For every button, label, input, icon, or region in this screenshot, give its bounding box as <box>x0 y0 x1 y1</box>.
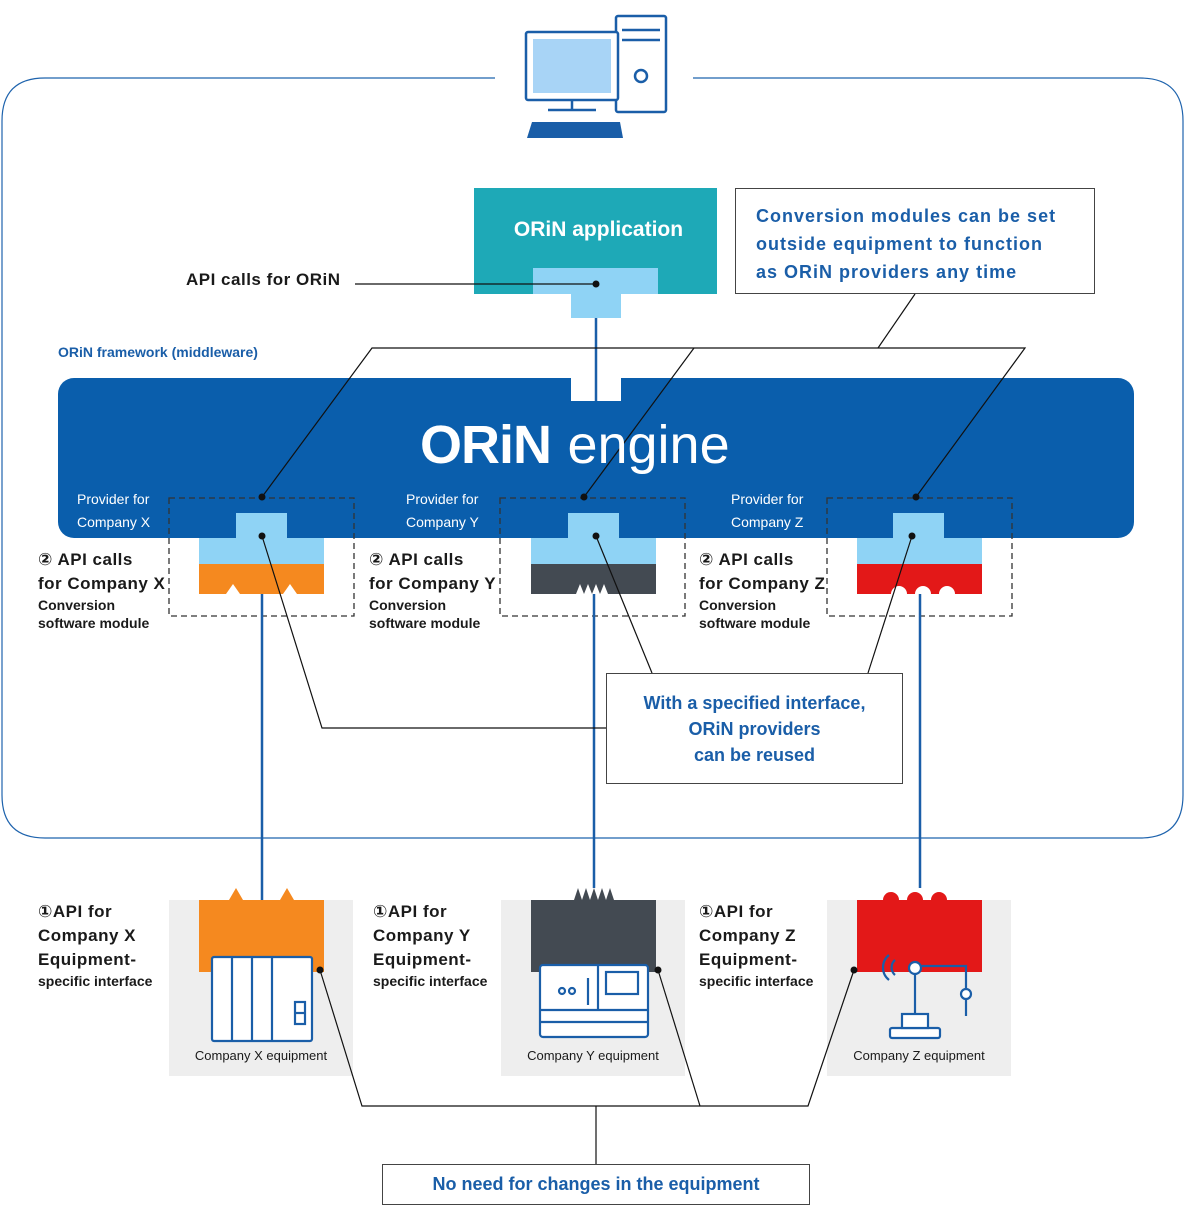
framework-label: ORiN framework (middleware) <box>58 344 258 360</box>
provider-z-module <box>857 513 982 594</box>
provider-x-line-1: Provider for <box>77 491 150 507</box>
eq-api-x-line-4: specific interface <box>38 973 153 989</box>
bottom-note-text: No need for changes in the equipment <box>432 1174 760 1194</box>
reuse-leaders <box>261 535 913 729</box>
provider-y-frame <box>499 497 686 617</box>
eq-api-y-line-1: ①API for <box>373 902 448 921</box>
conversion-note-line-3: as ORiN providers any time <box>756 262 1018 282</box>
provider-y-module <box>531 513 656 594</box>
equipment-z-caption: Company Z equipment <box>853 1048 985 1063</box>
module-y-line-2: for Company Y <box>369 574 497 593</box>
conversion-note-line-2: outside equipment to function <box>756 234 1043 254</box>
provider-y-line-2: Company Y <box>406 514 479 530</box>
module-y-line-3: Conversion <box>369 597 447 613</box>
api-calls-orin-label: API calls for ORiN <box>186 270 341 289</box>
engine-word: engine <box>567 415 730 475</box>
orin-engine-bar <box>58 378 1134 538</box>
provider-z-line-1: Provider for <box>731 491 804 507</box>
engine-logo: ORiN <box>420 415 552 475</box>
provider-x-module <box>199 513 324 594</box>
conversion-note: Conversion modules can be set outside eq… <box>735 188 1095 294</box>
framework-outline <box>1 77 1184 839</box>
eq-api-y-line-2: Company Y <box>373 926 471 945</box>
equipment-z-interface <box>857 892 982 972</box>
eq-api-y-line-4: specific interface <box>373 973 488 989</box>
eq-api-x-line-3: Equipment- <box>38 950 137 969</box>
machine-tool-icon <box>538 963 650 1039</box>
equipment-y-interface <box>531 888 656 972</box>
eq-api-z-line-4: specific interface <box>699 973 814 989</box>
reuse-note-line-2: ORiN providers <box>688 719 821 739</box>
reuse-note-line-3: can be reused <box>693 745 816 765</box>
conversion-leaders <box>261 293 1027 498</box>
equipment-x-interface <box>199 888 324 972</box>
module-x-line-2: for Company X <box>38 574 166 593</box>
provider-z-line-2: Company Z <box>731 514 804 530</box>
bottom-leaders <box>319 969 855 1164</box>
module-z-line-4: software module <box>699 615 811 631</box>
reuse-note-line-1: With a specified interface, <box>643 693 866 713</box>
eq-api-x-line-2: Company X <box>38 926 137 945</box>
module-z-line-3: Conversion <box>699 597 777 613</box>
bottom-note: No need for changes in the equipment <box>382 1164 810 1205</box>
equipment-y-caption: Company Y equipment <box>527 1048 659 1063</box>
provider-x-line-2: Company X <box>77 514 151 530</box>
eq-api-x-line-1: ①API for <box>38 902 113 921</box>
robot-arm-icon <box>881 954 973 1040</box>
reuse-note: With a specified interface, ORiN provide… <box>606 673 903 784</box>
module-x-line-4: software module <box>38 615 150 631</box>
equipment-api-z-label: ①API for Company Z Equipment- specific i… <box>699 900 813 990</box>
module-z-line-2: for Company Z <box>699 574 826 593</box>
module-y-line-1: ② API calls <box>369 550 464 569</box>
module-z-label: ② API calls for Company Z Conversion sof… <box>699 548 825 632</box>
provider-x-label: Provider for Company X <box>77 488 150 534</box>
plc-icon <box>210 955 314 1043</box>
app-connector-tab <box>571 294 621 318</box>
engine-title: ORiN engine <box>420 414 750 476</box>
eq-api-z-line-2: Company Z <box>699 926 797 945</box>
equipment-api-y-label: ①API for Company Y Equipment- specific i… <box>373 900 487 990</box>
provider-y-line-1: Provider for <box>406 491 479 507</box>
eq-api-z-line-3: Equipment- <box>699 950 798 969</box>
module-x-line-3: Conversion <box>38 597 116 613</box>
module-y-label: ② API calls for Company Y Conversion sof… <box>369 548 496 632</box>
conversion-note-line-1: Conversion modules can be set <box>756 206 1057 226</box>
eq-api-y-line-3: Equipment- <box>373 950 472 969</box>
module-x-label: ② API calls for Company X Conversion sof… <box>38 548 165 632</box>
equipment-x-caption: Company X equipment <box>194 1048 328 1063</box>
module-x-line-1: ② API calls <box>38 550 133 569</box>
orin-application-title: ORiN application <box>513 218 684 241</box>
eq-api-z-line-1: ①API for <box>699 902 774 921</box>
module-y-line-4: software module <box>369 615 481 631</box>
equipment-api-x-label: ①API for Company X Equipment- specific i… <box>38 900 152 990</box>
module-z-line-1: ② API calls <box>699 550 794 569</box>
provider-z-label: Provider for Company Z <box>731 488 803 534</box>
provider-y-label: Provider for Company Y <box>406 488 479 534</box>
computer-icon <box>524 14 668 138</box>
